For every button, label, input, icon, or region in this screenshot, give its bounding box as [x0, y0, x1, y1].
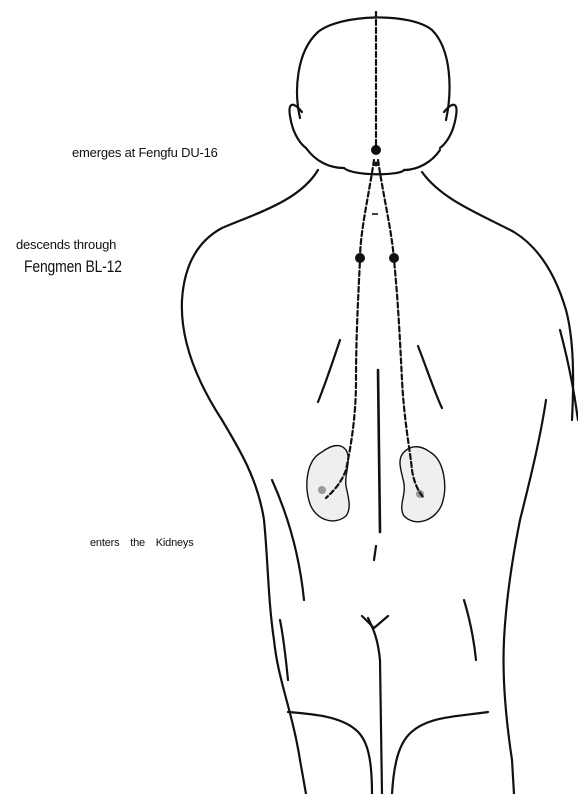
left-waist-contour: [272, 480, 304, 600]
neck-base: [344, 168, 404, 174]
fengmen-bl12-left-point: [355, 253, 365, 263]
left-hip-line: [280, 620, 288, 680]
sacrum-mark: [374, 546, 376, 560]
torso-right-outline: [422, 172, 573, 420]
descends-label: descends through: [16, 237, 116, 252]
neck-mark-dot: [374, 162, 379, 167]
neck-left: [306, 148, 344, 168]
right-kidney: [400, 447, 445, 522]
spine-line: [378, 370, 380, 532]
kidneys-label: enters the Kidneys: [90, 537, 194, 549]
neck-right: [404, 150, 440, 170]
sacral-v: [362, 616, 388, 628]
right-buttock-curve: [392, 712, 488, 794]
right-scapula-line: [418, 346, 442, 408]
fengmen-label: Fengmen BL-12: [24, 257, 122, 277]
right-arm-outline: [560, 330, 578, 420]
left-scapula-line: [318, 340, 340, 402]
left-buttock-curve: [288, 712, 372, 794]
left-kidney: [307, 446, 349, 521]
fengmen-bl12-right-point: [389, 253, 399, 263]
fengfu-label: emerges at Fengfu DU-16: [72, 145, 218, 160]
left-kidney-hilum-shading: [318, 486, 326, 494]
head-outline: [297, 17, 449, 120]
right-hip-line: [464, 600, 476, 660]
right-flank-outline: [503, 400, 546, 794]
torso-left-outline: [182, 170, 318, 794]
fengfu-du16-point: [371, 145, 381, 155]
